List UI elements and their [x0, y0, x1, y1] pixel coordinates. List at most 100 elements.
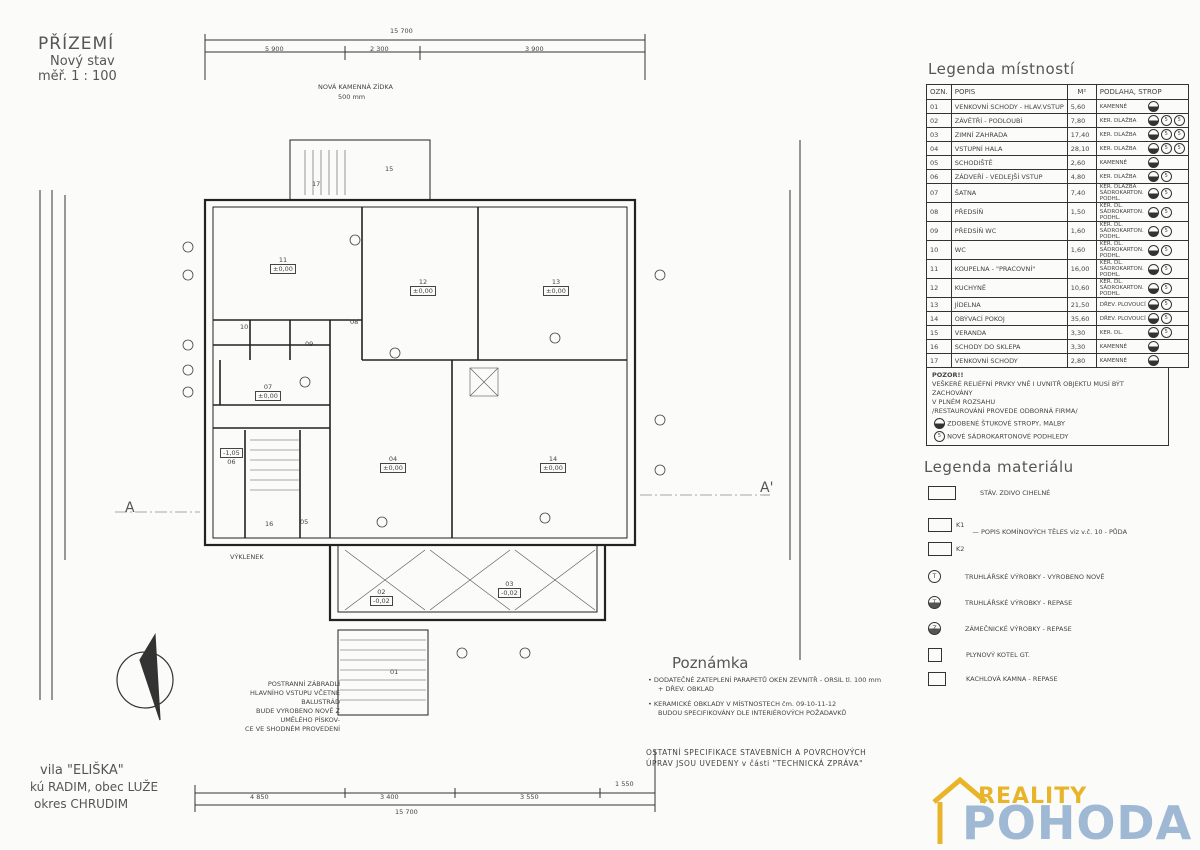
room-number: 04 [926, 141, 952, 156]
plasterboard-ceiling-icon: 5 [1160, 313, 1172, 324]
plasterboard-ceiling-icon: 5 [1160, 171, 1172, 182]
material-row-k1: K1— POPIS KOMÍNOVÝCH TĚLES viz v.č. 10 -… [928, 514, 1127, 536]
room-description: ZIMNÍ ZAHRADA [950, 127, 1068, 142]
stucco-ceiling-icon [1147, 299, 1159, 310]
room-area: 4,80 [1066, 169, 1097, 184]
project-name: vila "ELIŠKA" [40, 763, 124, 778]
dim-top-total: 15 700 [390, 27, 413, 35]
room-area: 5,60 [1066, 99, 1097, 114]
room-floor: KAMENNÉ [1095, 353, 1189, 368]
joinery-new-icon: T [928, 570, 941, 583]
plasterboard-ceiling-icon: 5 [1160, 244, 1172, 256]
room-description: VENKOVNÍ SCHODY [950, 353, 1068, 368]
joinery-repair-icon: T [928, 596, 941, 609]
room-number: 11 [926, 259, 952, 279]
room-floor: KER. DL. SÁDROKARTON. PODHL.5 [1095, 202, 1189, 222]
stucco-ceiling-icon [1147, 206, 1159, 218]
stucco-ceiling-icon [1147, 101, 1159, 112]
reality-pohoda-logo: REALITY POHODA [930, 772, 1198, 850]
room-area: 1,60 [1066, 240, 1097, 260]
plasterboard-ceiling-icon: 5 [1160, 143, 1172, 154]
sheet-subtitle: Nový stav [50, 54, 115, 69]
sheet-title: PŘÍZEMÍ [38, 34, 115, 54]
metalwork-repair-icon: Z [928, 622, 941, 635]
plasterboard-ceiling-icon: 5 [1160, 263, 1172, 275]
room-description: PŘEDSÍŇ WC [950, 221, 1068, 241]
room-description: ZÁVĚTŘÍ - PODLOUBÍ [950, 113, 1068, 128]
room-area: 16,00 [1066, 259, 1097, 279]
plasterboard-ceiling-icon: 5 [934, 431, 945, 442]
stucco-ceiling-icon [1147, 327, 1159, 338]
stucco-ceiling-icon [1147, 157, 1159, 168]
north-arrow [116, 633, 174, 721]
dim-bottom-2: 3 400 [380, 793, 399, 801]
stucco-ceiling-icon [1147, 244, 1159, 256]
room-number: 10 [926, 240, 952, 260]
plasterboard-ceiling-icon: 5 [1160, 187, 1172, 199]
room-tag-03: 03-0,02 [498, 580, 521, 598]
vyklenek-label: VÝKLENEK [230, 553, 264, 561]
room-tag-05: 05 [300, 518, 309, 526]
room-area: 28,10 [1066, 141, 1097, 156]
room-description: SCHODIŠTĚ [950, 155, 1068, 170]
material-row-brick: STÁV. ZDIVO CIHELNÉ [928, 486, 1050, 500]
plasterboard-ceiling-icon: 5 [1173, 129, 1185, 140]
stucco-ceiling-icon [1147, 225, 1159, 237]
dim-bottom-4: 1 550 [615, 780, 634, 788]
building-outline [203, 198, 637, 547]
room-description: VENKOVNÍ SCHODY - HLAV.VSTUP [950, 99, 1068, 114]
room-area: 1,60 [1066, 221, 1097, 241]
room-tag-12: 12±0,00 [410, 278, 436, 296]
col-area: M² [1066, 84, 1097, 100]
dim-bottom-3: 3 550 [520, 793, 539, 801]
room-number: 13 [926, 297, 952, 312]
room-floor: KAMENNÉ [1095, 339, 1189, 354]
tiled-stove-icon [928, 672, 946, 686]
room-description: SCHODY DO SKLEPA [950, 339, 1068, 354]
room-tag-15: 15 [385, 165, 394, 173]
dim-bottom-total: 15 700 [395, 808, 418, 816]
brick-wall-icon [928, 486, 956, 500]
room-description: KOUPELNA - "PRACOVNÍ" [950, 259, 1068, 279]
room-description: PŘEDSÍŇ [950, 202, 1068, 222]
stucco-ceiling-icon [1147, 341, 1159, 352]
stucco-ceiling-icon [1147, 129, 1159, 140]
room-description: VSTUPNÍ HALA [950, 141, 1068, 156]
material-row-gas-boiler: PLYNOVÝ KOTEL GT. [928, 648, 1030, 662]
stucco-ceiling-icon [1147, 171, 1159, 182]
room-number: 14 [926, 311, 952, 326]
room-tag-01: 01 [390, 668, 399, 676]
room-number: 09 [926, 221, 952, 241]
room-tag-02: 02-0,02 [370, 588, 393, 606]
room-number: 07 [926, 183, 952, 203]
room-floor: KAMENNÉ [1095, 155, 1189, 170]
room-tag-04: 04±0,00 [380, 455, 406, 473]
sheet-scale: měř. 1 : 100 [38, 69, 117, 84]
room-description: OBÝVACÍ POKOJ [950, 311, 1068, 326]
stucco-ceiling-icon [934, 418, 945, 429]
rooms-note: POZOR!! VEŠKERÉ RELIÉFNÍ PRVKY VNĚ I UVN… [926, 368, 1169, 446]
note-body: • DODATEČNÉ ZATEPLENÍ PARAPETŮ OKEN ZEVN… [648, 676, 882, 717]
room-number: 17 [926, 353, 952, 368]
plasterboard-ceiling-icon: 5 [1160, 299, 1172, 310]
room-description: VERANDA [950, 325, 1068, 340]
stone-wall-dim: 500 mm [338, 93, 366, 101]
room-area: 3,30 [1066, 325, 1097, 340]
room-area: 21,50 [1066, 297, 1097, 312]
room-number: 12 [926, 278, 952, 298]
room-area: 7,80 [1066, 113, 1097, 128]
dim-top-2: 2 300 [370, 45, 389, 53]
room-area: 3,30 [1066, 339, 1097, 354]
section-a-left: A [125, 500, 135, 516]
